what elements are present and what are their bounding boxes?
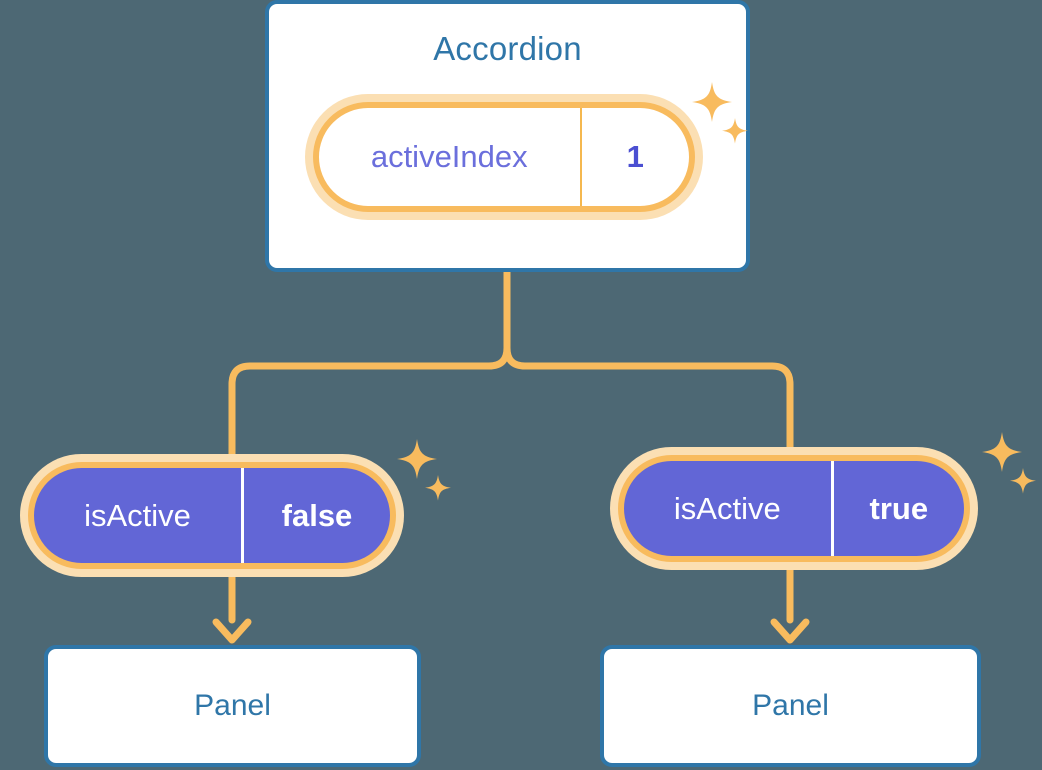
sparkle-four-point-icon (982, 432, 1022, 472)
panel-title: Panel (194, 689, 271, 722)
state-pill-key: isActive (84, 497, 191, 533)
state-pill-active-index[interactable]: activeIndex 1 (313, 102, 695, 212)
arrow-down-icon-right (770, 618, 810, 644)
state-pill-key: activeIndex (370, 139, 528, 174)
panel-right[interactable]: Panel (600, 645, 981, 767)
connector-branch-left (228, 344, 511, 484)
state-pill-is-active-false[interactable]: isActive false (28, 462, 396, 569)
sparkle-four-point-small-icon (1010, 468, 1036, 494)
sparkle-four-point-icon (397, 439, 437, 479)
sparkle-four-point-small-icon (425, 475, 451, 501)
sparkle-group-right (978, 430, 1040, 502)
connector-branch-right (503, 344, 794, 476)
panel-title: Panel (752, 689, 829, 722)
state-pill-value: 1 (579, 108, 690, 206)
panel-left[interactable]: Panel (44, 645, 421, 767)
arrow-down-icon-left (212, 618, 252, 644)
accordion-title: Accordion (433, 30, 582, 67)
sparkle-group-left (393, 437, 455, 509)
state-pill-key: isActive (673, 490, 781, 526)
state-pill-value: true (830, 461, 964, 556)
state-pill-is-active-true[interactable]: isActive true (618, 455, 970, 562)
state-pill-value: false (240, 468, 390, 563)
